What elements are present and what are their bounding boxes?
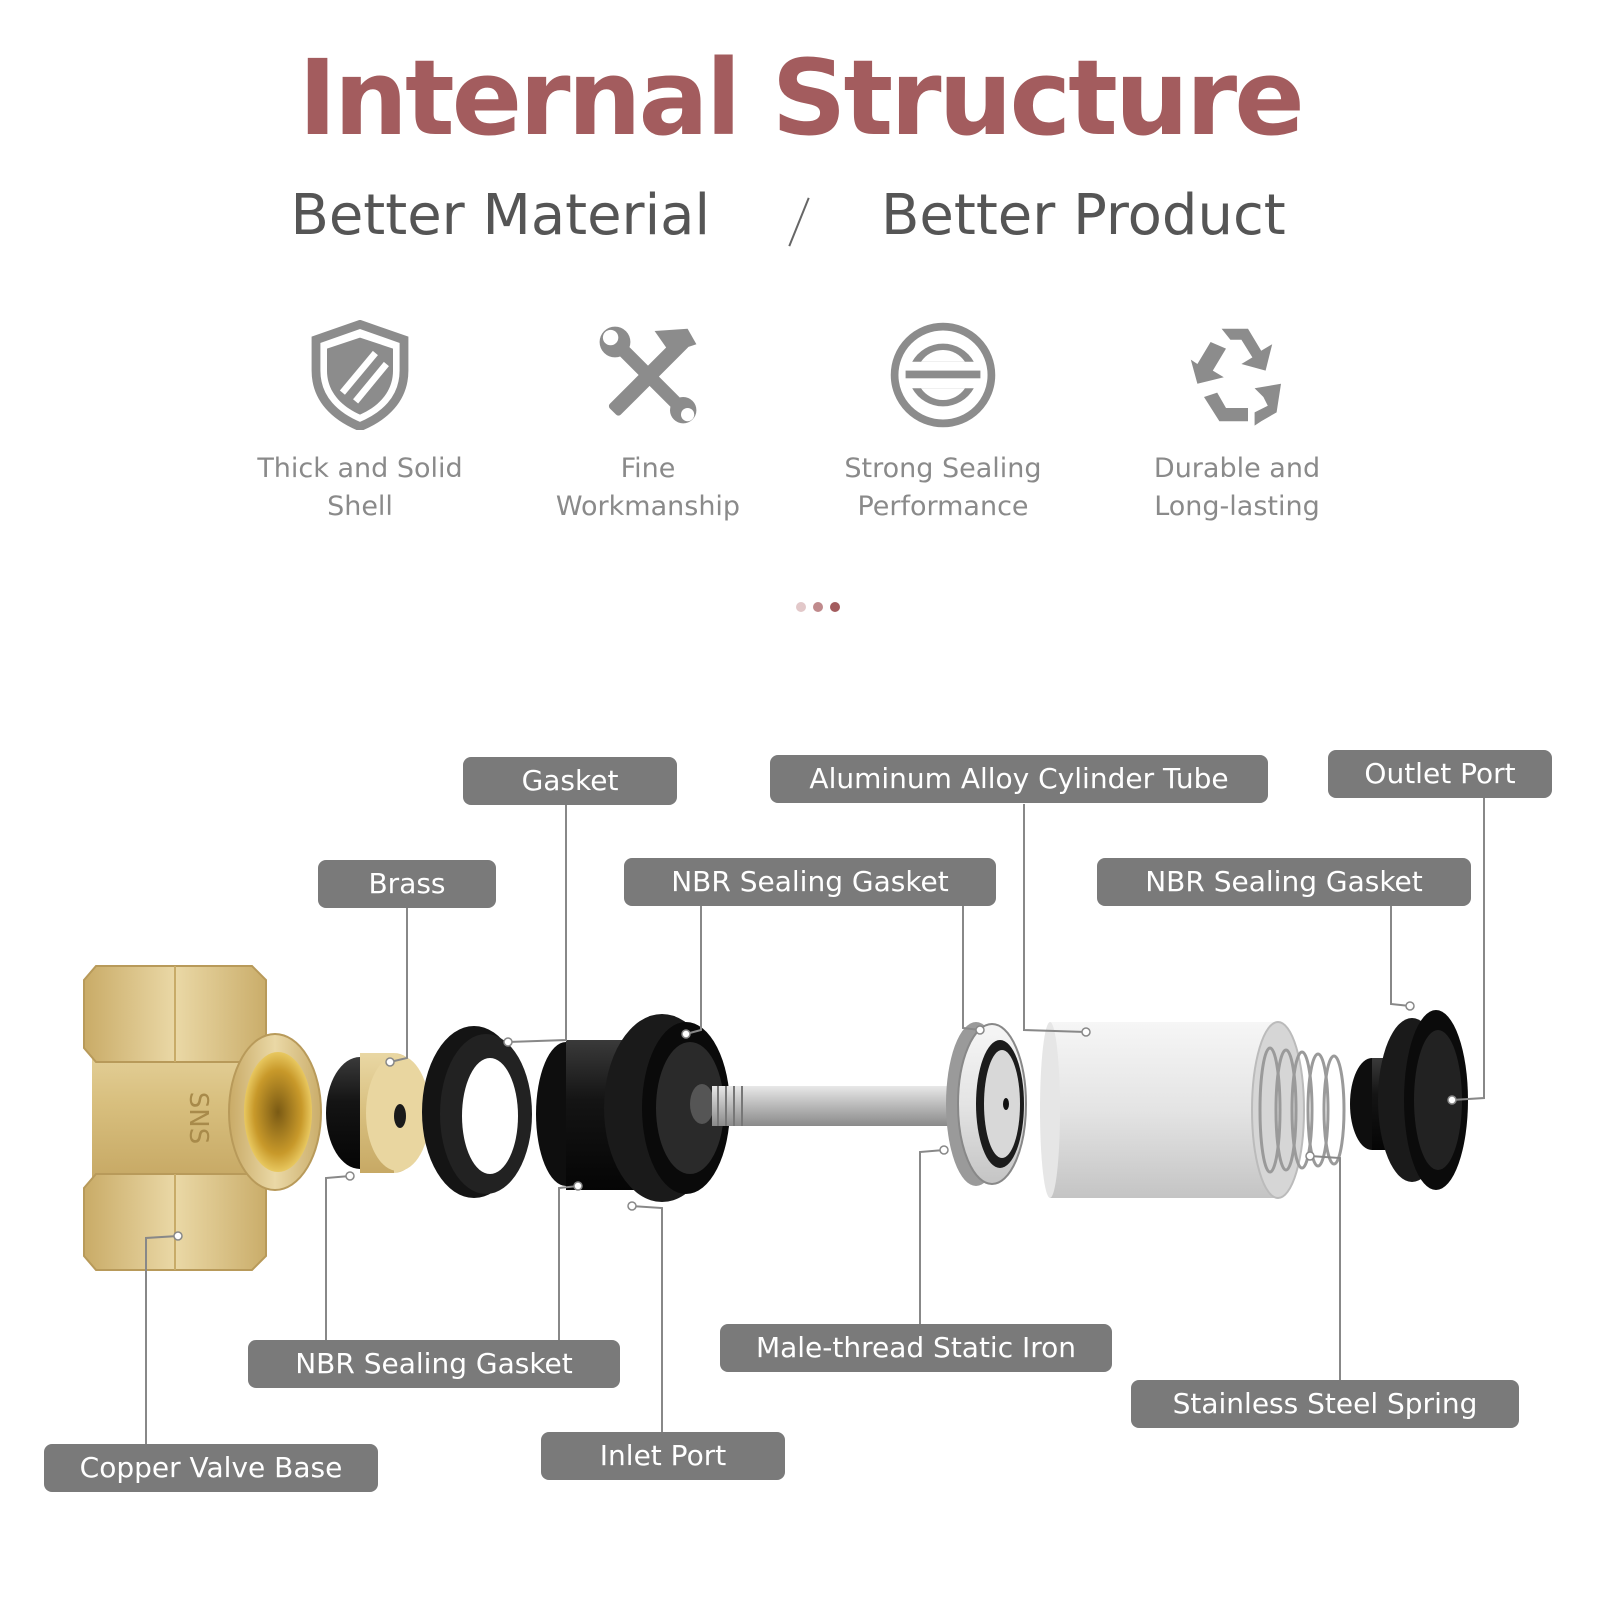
page-title: Internal Structure [298,37,1305,159]
dot-2 [813,602,823,612]
nbr-sealing-gasket-disc-part [946,1022,1027,1186]
gasket-part [422,1026,532,1198]
outlet-port-part [1350,1010,1468,1190]
dot-1 [796,602,806,612]
label-nbr-sealing-gasket-right: NBR Sealing Gasket [1097,858,1471,906]
subtitle-left: Better Material [290,183,710,248]
leader-lines [145,798,1485,1444]
stainless-steel-spring-part [1258,1046,1346,1174]
label-inlet-port: Inlet Port [541,1432,785,1480]
recycle-icon [1190,328,1281,426]
seal-icon [890,322,996,428]
copper-valve-base-part: SNS [83,965,322,1271]
leader-dots [173,1001,1457,1241]
aluminum-cylinder-tube-part [1040,1021,1305,1199]
male-thread-static-iron-part [712,1086,948,1126]
brass-part [326,1053,430,1173]
inlet-port-part [536,1014,730,1202]
label-gasket: Gasket [463,757,677,805]
dot-3 [830,602,840,612]
label-nbr-sealing-gasket-bottom: NBR Sealing Gasket [248,1340,620,1388]
tools-icon [599,326,697,424]
shield-icon [311,320,409,430]
subtitle-right: Better Product [881,183,1286,248]
svg-text:SNS: SNS [183,1092,213,1144]
label-stainless-steel-spring: Stainless Steel Spring [1131,1380,1519,1428]
label-outlet-port: Outlet Port [1328,750,1552,798]
label-copper-valve-base: Copper Valve Base [44,1444,378,1492]
label-nbr-sealing-gasket-mid: NBR Sealing Gasket [624,858,996,906]
label-male-thread-static-iron: Male-thread Static Iron [720,1324,1112,1372]
label-aluminum-alloy-cylinder-tube: Aluminum Alloy Cylinder Tube [770,755,1268,803]
label-brass: Brass [318,860,496,908]
